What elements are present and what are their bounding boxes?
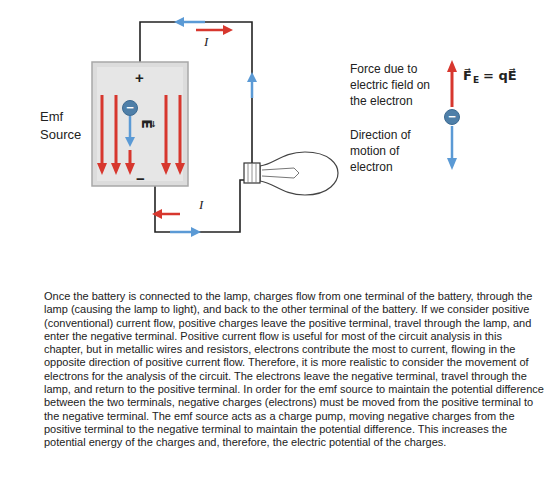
arrowhead bbox=[247, 72, 257, 82]
arrowhead bbox=[97, 163, 107, 175]
force-equation: = qE⃗ bbox=[483, 68, 517, 83]
field-arrow bbox=[165, 95, 168, 165]
electron-flow-arrow bbox=[251, 80, 254, 98]
field-arrow bbox=[115, 95, 118, 165]
emf-source-box: Emf Source+−E⃗− bbox=[92, 62, 188, 186]
electron-charge: − bbox=[123, 100, 137, 116]
legend-note: Force due to electric field on the elect… bbox=[350, 61, 446, 109]
lamp-thread bbox=[248, 163, 256, 183]
electron-flow-arrow bbox=[170, 231, 193, 234]
arrowhead bbox=[125, 137, 135, 147]
lamp-base bbox=[244, 163, 260, 183]
formula: F⃗E = qE⃗ bbox=[463, 68, 517, 85]
current-label: I bbox=[199, 197, 203, 213]
lamp-filament bbox=[262, 168, 299, 178]
arrowhead bbox=[111, 163, 121, 175]
wire bbox=[155, 180, 244, 232]
terminal-sign: + bbox=[135, 69, 144, 86]
terminal-sign: − bbox=[136, 170, 145, 187]
subscript: E bbox=[473, 75, 479, 85]
field-arrow bbox=[129, 150, 132, 165]
electron-flow-arrow bbox=[182, 21, 205, 24]
arrowhead bbox=[125, 163, 135, 175]
arrowhead bbox=[447, 60, 457, 72]
arrowhead bbox=[161, 163, 171, 175]
heading: Emf Source bbox=[40, 108, 90, 144]
field-arrow bbox=[179, 95, 182, 165]
motion-arrow bbox=[129, 116, 132, 139]
legend-note: Direction of motion of electron bbox=[350, 127, 442, 175]
body-paragraph: Once the battery is connected to the lam… bbox=[44, 290, 544, 450]
current-arrow bbox=[196, 29, 225, 32]
lamp-glass bbox=[260, 152, 338, 195]
arrowhead bbox=[223, 25, 233, 35]
electron: − bbox=[444, 109, 460, 125]
electron: − bbox=[122, 100, 138, 116]
field-symbol: E⃗ bbox=[139, 119, 155, 129]
arrowhead bbox=[174, 17, 184, 27]
current-label: I bbox=[204, 34, 208, 50]
emf-source-inner bbox=[97, 67, 183, 181]
arrowhead bbox=[175, 163, 185, 175]
arrowhead bbox=[447, 158, 457, 170]
force-arrow bbox=[451, 70, 454, 107]
arrowhead bbox=[152, 209, 162, 219]
emf-source-body bbox=[92, 62, 188, 186]
motion-arrow bbox=[451, 126, 454, 160]
current-arrow bbox=[160, 213, 180, 216]
electron-charge: − bbox=[445, 109, 459, 125]
field-arrow bbox=[101, 95, 104, 165]
arrowhead bbox=[191, 227, 201, 237]
force-symbol: F⃗ bbox=[463, 68, 472, 83]
